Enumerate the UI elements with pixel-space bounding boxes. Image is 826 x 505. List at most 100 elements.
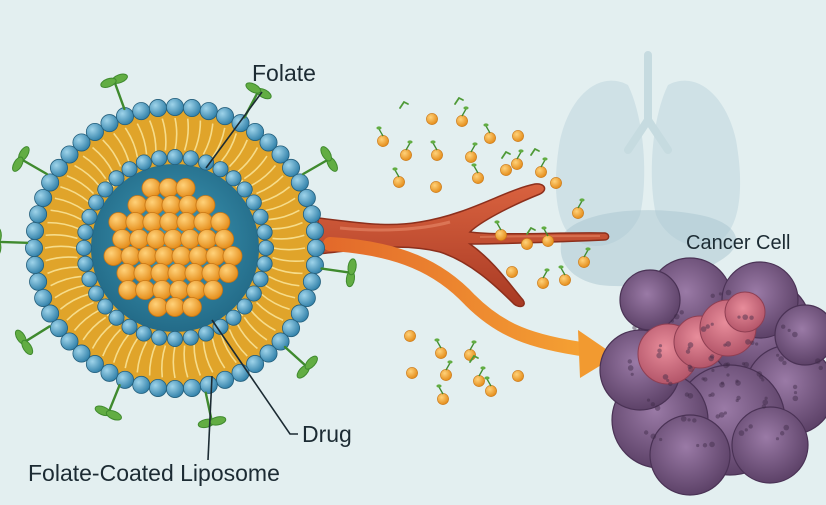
drug-sphere — [118, 280, 138, 300]
drug-particle — [464, 340, 477, 361]
drug-sphere — [135, 280, 155, 300]
folate-ligand — [0, 227, 29, 257]
drug-particle — [494, 220, 507, 241]
drug-sphere — [188, 246, 209, 266]
drug-sphere — [163, 229, 184, 249]
drug-particle — [550, 177, 562, 189]
folate-ligand — [14, 325, 51, 356]
drug-sphere — [201, 263, 222, 283]
drug-sphere — [127, 195, 148, 215]
drug-sphere — [108, 212, 129, 232]
drug-sphere — [184, 263, 205, 283]
drug-sphere — [171, 246, 192, 266]
drug-sphere — [197, 229, 218, 249]
drug-particle — [426, 113, 438, 125]
drug-sphere — [120, 246, 141, 266]
drug-particle — [456, 106, 469, 127]
tumor-lobe — [724, 291, 766, 333]
drug-sphere — [146, 229, 167, 249]
drug-sphere — [129, 229, 150, 249]
drug-particle — [506, 266, 518, 278]
drug-sphere — [182, 297, 202, 317]
drug-sphere — [176, 212, 197, 232]
drug-sphere — [178, 195, 199, 215]
drug-particle — [578, 247, 591, 268]
cell-lobe — [649, 414, 731, 496]
folate-sprig — [469, 355, 479, 363]
liposome-label: Folate-Coated Liposome — [28, 460, 280, 486]
cancer-cell — [599, 257, 826, 496]
drug-particle — [440, 360, 453, 381]
folate-ligand — [94, 384, 122, 421]
drug-particle — [558, 265, 571, 286]
drug-particle — [471, 163, 484, 184]
drug-particle — [430, 181, 442, 193]
drug-particle — [483, 123, 496, 144]
drug-sphere — [112, 229, 133, 249]
drug-sphere — [210, 212, 231, 232]
drug-sphere — [218, 263, 239, 283]
drug-sphere — [180, 229, 201, 249]
drug-leader-line — [211, 319, 298, 435]
drug-particle — [434, 338, 447, 359]
drug-particle — [572, 198, 585, 219]
drug-sphere — [144, 195, 165, 215]
drug-sphere — [167, 263, 188, 283]
drug-particle — [500, 164, 512, 176]
drug-sphere — [141, 178, 162, 198]
drug-particle — [406, 367, 418, 379]
drug-particle-swarm — [376, 97, 591, 405]
drug-particle — [521, 238, 533, 250]
folate-ligand — [283, 345, 318, 379]
drug-particle — [512, 130, 524, 142]
drug-sphere — [154, 246, 175, 266]
drug-sphere — [133, 263, 154, 283]
drug-sphere — [186, 280, 206, 300]
folate-ligand — [197, 391, 227, 429]
drug-sphere — [222, 246, 243, 266]
drug-sphere — [214, 229, 235, 249]
folate-ligand-group — [0, 73, 357, 429]
drug-particle — [430, 140, 443, 161]
drug-particle — [436, 384, 449, 405]
folate-label: Folate — [252, 60, 316, 86]
drug-particle — [512, 370, 524, 382]
drug-sphere — [195, 195, 216, 215]
drug-particle — [484, 376, 497, 397]
lungs-icon — [555, 51, 741, 246]
folate-ligand — [12, 146, 49, 176]
folate-sprig — [530, 148, 540, 156]
drug-particle — [541, 226, 554, 247]
drug-sphere — [175, 178, 196, 198]
folate-leader-line — [205, 91, 263, 169]
folate-ligand — [243, 82, 272, 119]
drug-particle — [511, 149, 524, 170]
folate-ligand — [320, 258, 357, 288]
drug-particle — [537, 268, 550, 289]
drug-sphere — [165, 297, 185, 317]
drug-particle — [465, 142, 478, 163]
blood-vessel — [317, 183, 610, 308]
folate-sprig — [526, 227, 536, 235]
drug-sphere — [150, 263, 171, 283]
leader-lines — [205, 91, 298, 461]
cancer-cell-label: Cancer Cell — [686, 232, 791, 254]
folate-ligand — [301, 146, 338, 176]
folate-ligand — [100, 73, 128, 111]
drug-sphere — [125, 212, 146, 232]
drug-sphere — [142, 212, 163, 232]
drug-sphere — [116, 263, 137, 283]
drug-particle — [404, 330, 416, 342]
drug-sphere — [203, 280, 223, 300]
drug-label: Drug — [302, 421, 352, 447]
drug-sphere — [148, 297, 168, 317]
drug-sphere — [193, 212, 214, 232]
delivery-arrow — [323, 237, 616, 378]
drug-particle — [400, 140, 413, 161]
drug-core — [103, 178, 243, 317]
drug-sphere — [137, 246, 158, 266]
cell-lobe — [774, 304, 826, 366]
drug-sphere — [169, 280, 189, 300]
